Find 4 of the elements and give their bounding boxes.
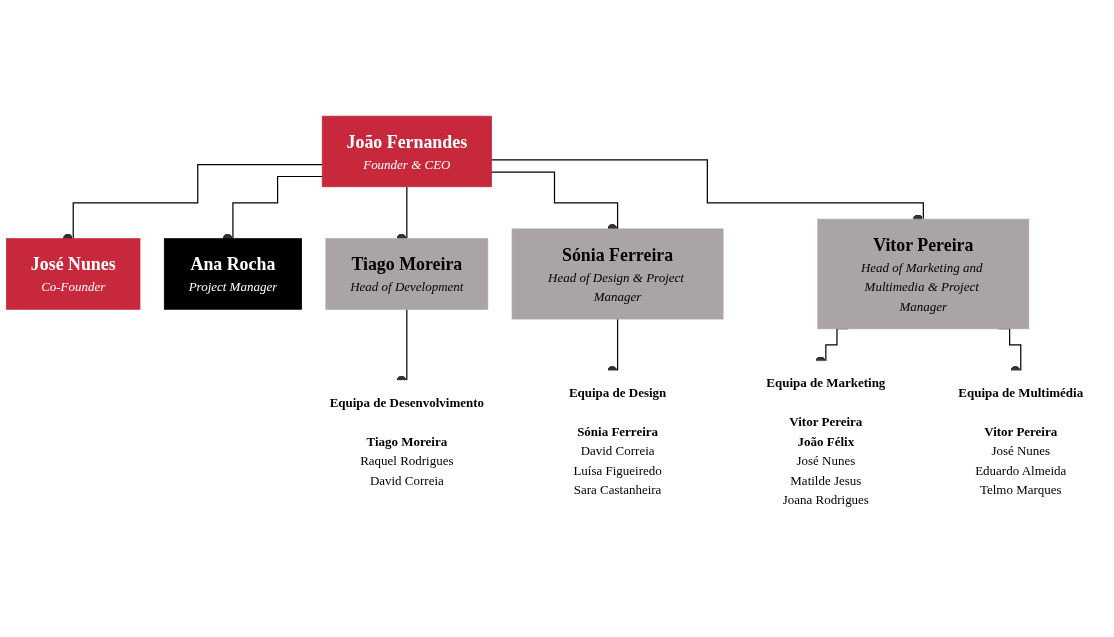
node-text: Equipa de Design Sónia Ferreira David Correia Luísa Figueiredo Sara Castanheira bbox=[568, 385, 667, 497]
node-text: Equipa de Marketing Vitor Pereira João Félix José Nunes Matilde Jesus Joana Rodrigues bbox=[766, 375, 886, 506]
node-text: Equipa de Desenvolvimento Tiago Moreira Raquel Rodrigues David Correia bbox=[329, 394, 485, 487]
node-text: Equipa de Multimédia Vitor Pereira José Nunes Eduardo Almeida Telmo Marques bbox=[958, 385, 1084, 497]
